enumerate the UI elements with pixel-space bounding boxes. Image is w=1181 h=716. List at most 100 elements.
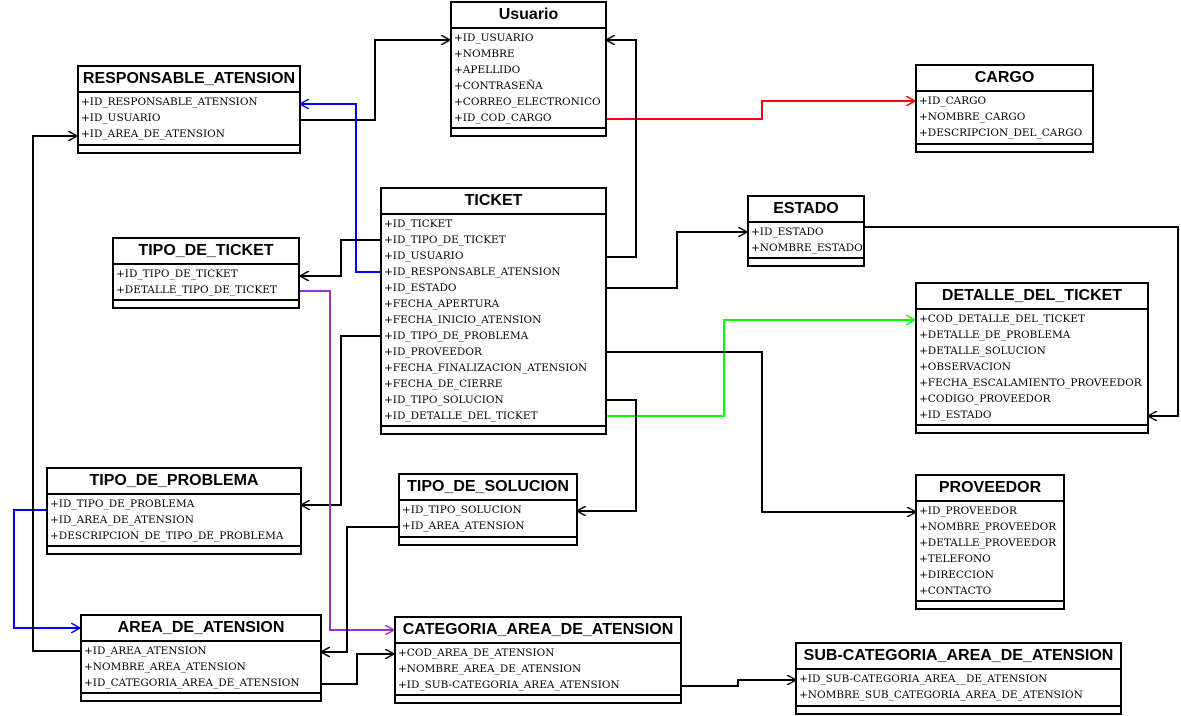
- entity-title: PROVEEDOR: [917, 476, 1063, 502]
- attribute: +DETALLE_PROVEEDOR: [919, 537, 1056, 549]
- entity-footer: [917, 143, 1092, 145]
- entity-footer: [82, 692, 320, 694]
- attribute: +TELEFONO: [919, 553, 991, 565]
- attribute: +NOMBRE_CARGO: [919, 111, 1026, 123]
- attribute: +COD_AREA_DE_ATENSION: [398, 647, 555, 659]
- entity-title: Usuario: [452, 3, 605, 29]
- attribute: +ID_AREA_DE_ATENSION: [50, 514, 194, 526]
- attribute: +NOMBRE_ESTADO: [751, 242, 863, 254]
- attribute: +NOMBRE_AREA_ATENSION: [84, 661, 246, 673]
- link-ticket-tipo-ticket: [300, 239, 381, 276]
- attribute: +FECHA_FINALIZACION_ATENSION: [384, 362, 588, 374]
- attribute: +ID_ESTADO: [919, 409, 992, 421]
- attribute: +FECHA_INICIO_ATENSION: [384, 314, 542, 326]
- attribute: +APELLIDO: [454, 64, 521, 76]
- entity-estado[interactable]: ESTADO +ID_ESTADO +NOMBRE_ESTADO: [747, 195, 865, 267]
- link-tipo-ticket-categoria: [300, 290, 394, 630]
- link-ticket-proveedor: [606, 351, 916, 512]
- attribute: +ID_USUARIO: [81, 112, 161, 124]
- entity-footer: [396, 694, 680, 696]
- link-ticket-responsable: [300, 104, 381, 273]
- attribute: +ID_USUARIO: [384, 250, 464, 262]
- link-categoria-subcategoria: [680, 680, 796, 687]
- entity-detalle-del-ticket[interactable]: DETALLE_DEL_TICKET +COD_DETALLE_DEL_TICK…: [915, 282, 1149, 434]
- link-ticket-estado: [606, 232, 747, 289]
- entity-title: TIPO_DE_TICKET: [114, 239, 298, 265]
- attribute: +ID_AREA_ATENSION: [402, 520, 525, 532]
- attribute: +ID_COD_CARGO: [454, 112, 552, 124]
- attribute: +CORREO_ELECTRONICO: [454, 96, 601, 108]
- attribute: +NOMBRE_SUB_CATEGORIA_AREA_DE_ATENSION: [799, 689, 1083, 701]
- attribute: +NOMBRE_AREA_DE_ATENSION: [398, 663, 582, 675]
- entity-footer: [797, 705, 1120, 707]
- entity-title: TIPO_DE_SOLUCION: [400, 475, 576, 501]
- attribute: +DIRECCION: [919, 569, 994, 581]
- attribute: +FECHA_APERTURA: [384, 298, 500, 310]
- attribute: +ID_RESPONSABLE_ATENSION: [81, 96, 258, 108]
- attribute: +ID_ESTADO: [384, 282, 457, 294]
- entity-ticket[interactable]: TICKET +ID_TICKET +ID_TIPO_DE_TICKET +ID…: [380, 187, 607, 435]
- entity-usuario[interactable]: Usuario +ID_USUARIO +NOMBRE +APELLIDO +C…: [450, 1, 607, 137]
- entity-footer: [749, 257, 863, 259]
- entity-footer: [114, 299, 298, 301]
- entity-title: DETALLE_DEL_TICKET: [917, 284, 1147, 310]
- attribute: +ID_AREA_DE_ATENSION: [81, 128, 225, 140]
- entity-cargo[interactable]: CARGO +ID_CARGO +NOMBRE_CARGO +DESCRIPCI…: [915, 64, 1094, 153]
- entity-title: TIPO_DE_PROBLEMA: [48, 469, 300, 495]
- entity-footer: [917, 600, 1063, 602]
- entity-footer: [48, 545, 300, 547]
- entity-title: ESTADO: [749, 197, 863, 223]
- attribute: +CONTRASEÑA: [454, 80, 543, 92]
- attribute: +ID_TIPO_SOLUCION: [402, 504, 522, 516]
- link-estado-detalle: [864, 226, 1179, 416]
- entity-title: SUB-CATEGORIA_AREA_DE_ATENSION: [797, 644, 1120, 670]
- entity-footer: [452, 127, 605, 129]
- link-ticket-tipo-solucion: [577, 399, 637, 511]
- attribute: +ID_CATEGORIA_AREA_DE_ATENSION: [84, 677, 300, 689]
- attribute: +ID_TIPO_SOLUCION: [384, 394, 504, 406]
- link-ticket-detalle: [606, 320, 915, 417]
- entity-title: RESPONSABLE_ATENSION: [79, 67, 299, 93]
- link-area-responsable: [32, 136, 81, 652]
- attribute: +OBSERVACION: [919, 361, 1011, 373]
- attribute: +ID_TIPO_DE_PROBLEMA: [384, 330, 529, 342]
- entity-tipo-de-problema[interactable]: TIPO_DE_PROBLEMA +ID_TIPO_DE_PROBLEMA +I…: [46, 467, 302, 555]
- attribute: +DETALLE_TIPO_DE_TICKET: [116, 284, 277, 296]
- link-responsable-usuario: [300, 40, 450, 121]
- entity-proveedor[interactable]: PROVEEDOR +ID_PROVEEDOR +NOMBRE_PROVEEDO…: [915, 474, 1065, 610]
- link-area-categoria: [321, 654, 394, 685]
- entity-title: AREA_DE_ATENSION: [82, 616, 320, 642]
- attribute: +DESCRIPCION_DEL_CARGO: [919, 127, 1083, 139]
- entity-area-de-atension[interactable]: AREA_DE_ATENSION +ID_AREA_ATENSION +NOMB…: [80, 614, 322, 702]
- attribute: +ID_ESTADO: [751, 226, 824, 238]
- attribute: +CODIGO_PROVEEDOR: [919, 393, 1051, 405]
- attribute: +ID_USUARIO: [454, 32, 534, 44]
- entity-footer: [400, 536, 576, 538]
- entity-tipo-de-solucion[interactable]: TIPO_DE_SOLUCION +ID_TIPO_SOLUCION +ID_A…: [398, 473, 578, 546]
- entity-footer: [917, 424, 1147, 426]
- entity-footer: [382, 425, 605, 427]
- entity-tipo-de-ticket[interactable]: TIPO_DE_TICKET +ID_TIPO_DE_TICKET +DETAL…: [112, 237, 300, 309]
- attribute: +ID_PROVEEDOR: [919, 505, 1017, 517]
- attribute: +ID_DETALLE_DEL_TICKET: [384, 410, 538, 422]
- attribute: +ID_TIPO_DE_TICKET: [116, 268, 238, 280]
- attribute: +DETALLE_SOLUCION: [919, 345, 1046, 357]
- attribute: +ID_TIPO_DE_PROBLEMA: [50, 498, 195, 510]
- attribute: +DETALLE_DE_PROBLEMA: [919, 329, 1071, 341]
- entity-title: CATEGORIA_AREA_DE_ATENSION: [396, 618, 680, 644]
- entity-responsable-atension[interactable]: RESPONSABLE_ATENSION +ID_RESPONSABLE_ATE…: [77, 65, 301, 154]
- attribute: +FECHA_ESCALAMIENTO_PROVEEDOR: [919, 377, 1142, 389]
- entity-categoria-area-de-atension[interactable]: CATEGORIA_AREA_DE_ATENSION +COD_AREA_DE_…: [394, 616, 682, 704]
- entity-sub-categoria-area-de-atension[interactable]: SUB-CATEGORIA_AREA_DE_ATENSION +ID_SUB-C…: [795, 642, 1122, 715]
- entity-title: CARGO: [917, 66, 1092, 92]
- attribute: +ID_AREA_ATENSION: [84, 645, 207, 657]
- attribute: +ID_TIPO_DE_TICKET: [384, 234, 506, 246]
- link-ticket-usuario: [606, 40, 637, 258]
- attribute: +ID_SUB-CATEGORIA_AREA__DE_ATENSION: [799, 673, 1048, 685]
- attribute: +DESCRIPCION_DE_TIPO_DE_PROBLEMA: [50, 530, 284, 542]
- link-ticket-tipo-problema: [301, 335, 381, 505]
- attribute: +ID_PROVEEDOR: [384, 346, 482, 358]
- attribute: +NOMBRE_PROVEEDOR: [919, 521, 1057, 533]
- attribute: +ID_CARGO: [919, 95, 987, 107]
